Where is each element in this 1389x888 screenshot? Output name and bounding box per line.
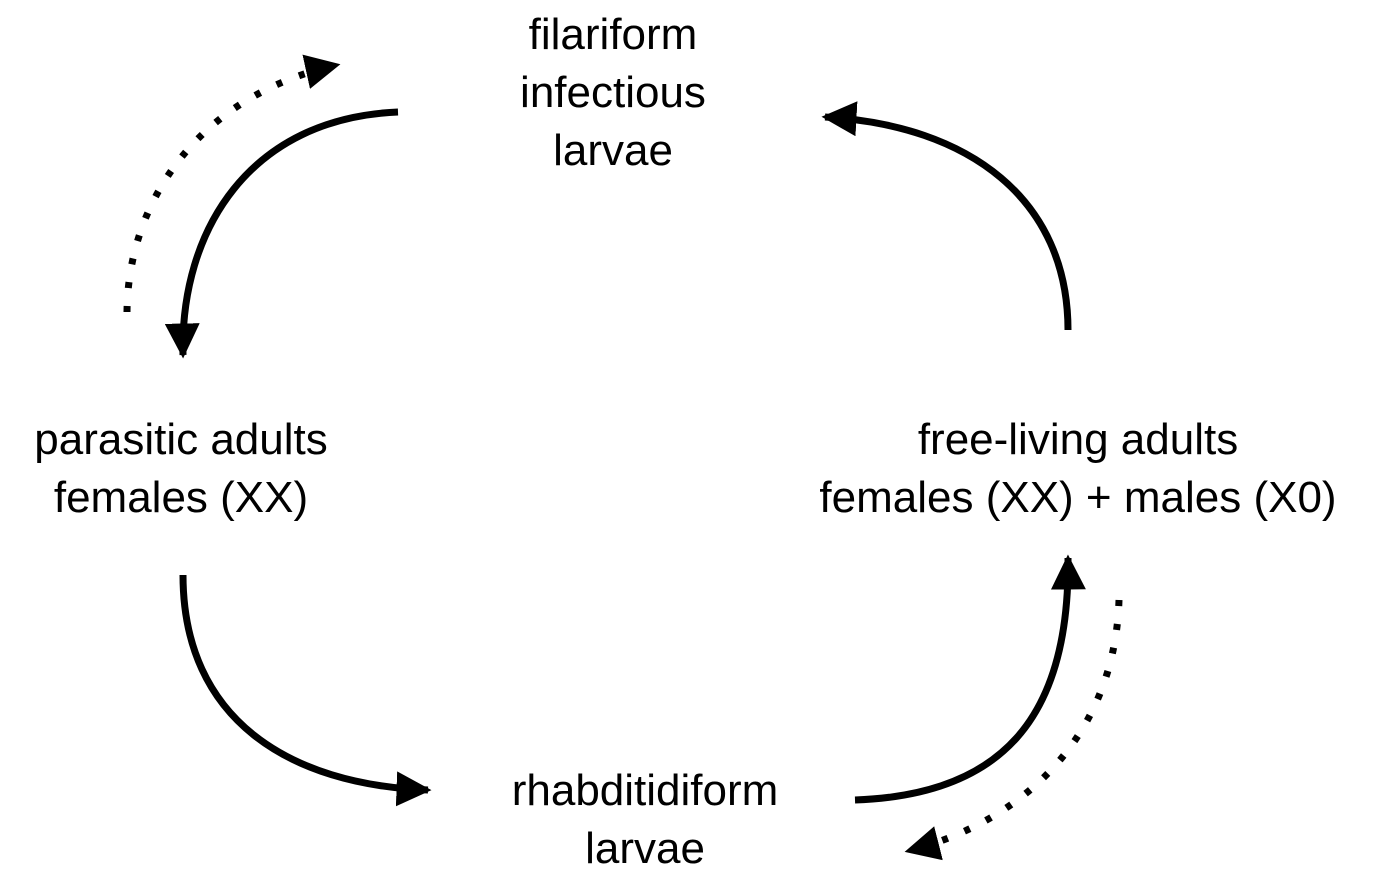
- arrow-free-living-to-filariform: [821, 101, 1072, 331]
- node-label-line: filariform: [528, 10, 698, 59]
- node-rhabditidiform-larvae: rhabditidiform larvae: [470, 762, 820, 878]
- arrow-rhabditidiform-to-free-living: [854, 554, 1086, 804]
- node-label-line: infectious: [520, 68, 706, 117]
- node-parasitic-adults: parasitic adults females (XX): [0, 411, 362, 527]
- dotted-arrow-free-living-to-rhabditidiform: [904, 599, 1123, 861]
- node-label-line: females (XX) + males (X0): [819, 473, 1337, 522]
- node-label-line: parasitic adults: [34, 415, 328, 464]
- node-free-living-adults: free-living adults females (XX) + males …: [770, 411, 1386, 527]
- node-label-line: females (XX): [53, 473, 309, 522]
- node-label-line: larvae: [553, 126, 673, 175]
- node-label-line: free-living adults: [917, 415, 1239, 464]
- node-label-line: larvae: [585, 824, 705, 873]
- arrow-filariform-to-parasitic: [164, 108, 399, 359]
- node-filariform-infectious-larvae: filariform infectious larvae: [463, 6, 763, 180]
- node-label-line: rhabditidiform: [511, 766, 779, 815]
- arrow-parasitic-to-rhabditidiform: [179, 574, 432, 807]
